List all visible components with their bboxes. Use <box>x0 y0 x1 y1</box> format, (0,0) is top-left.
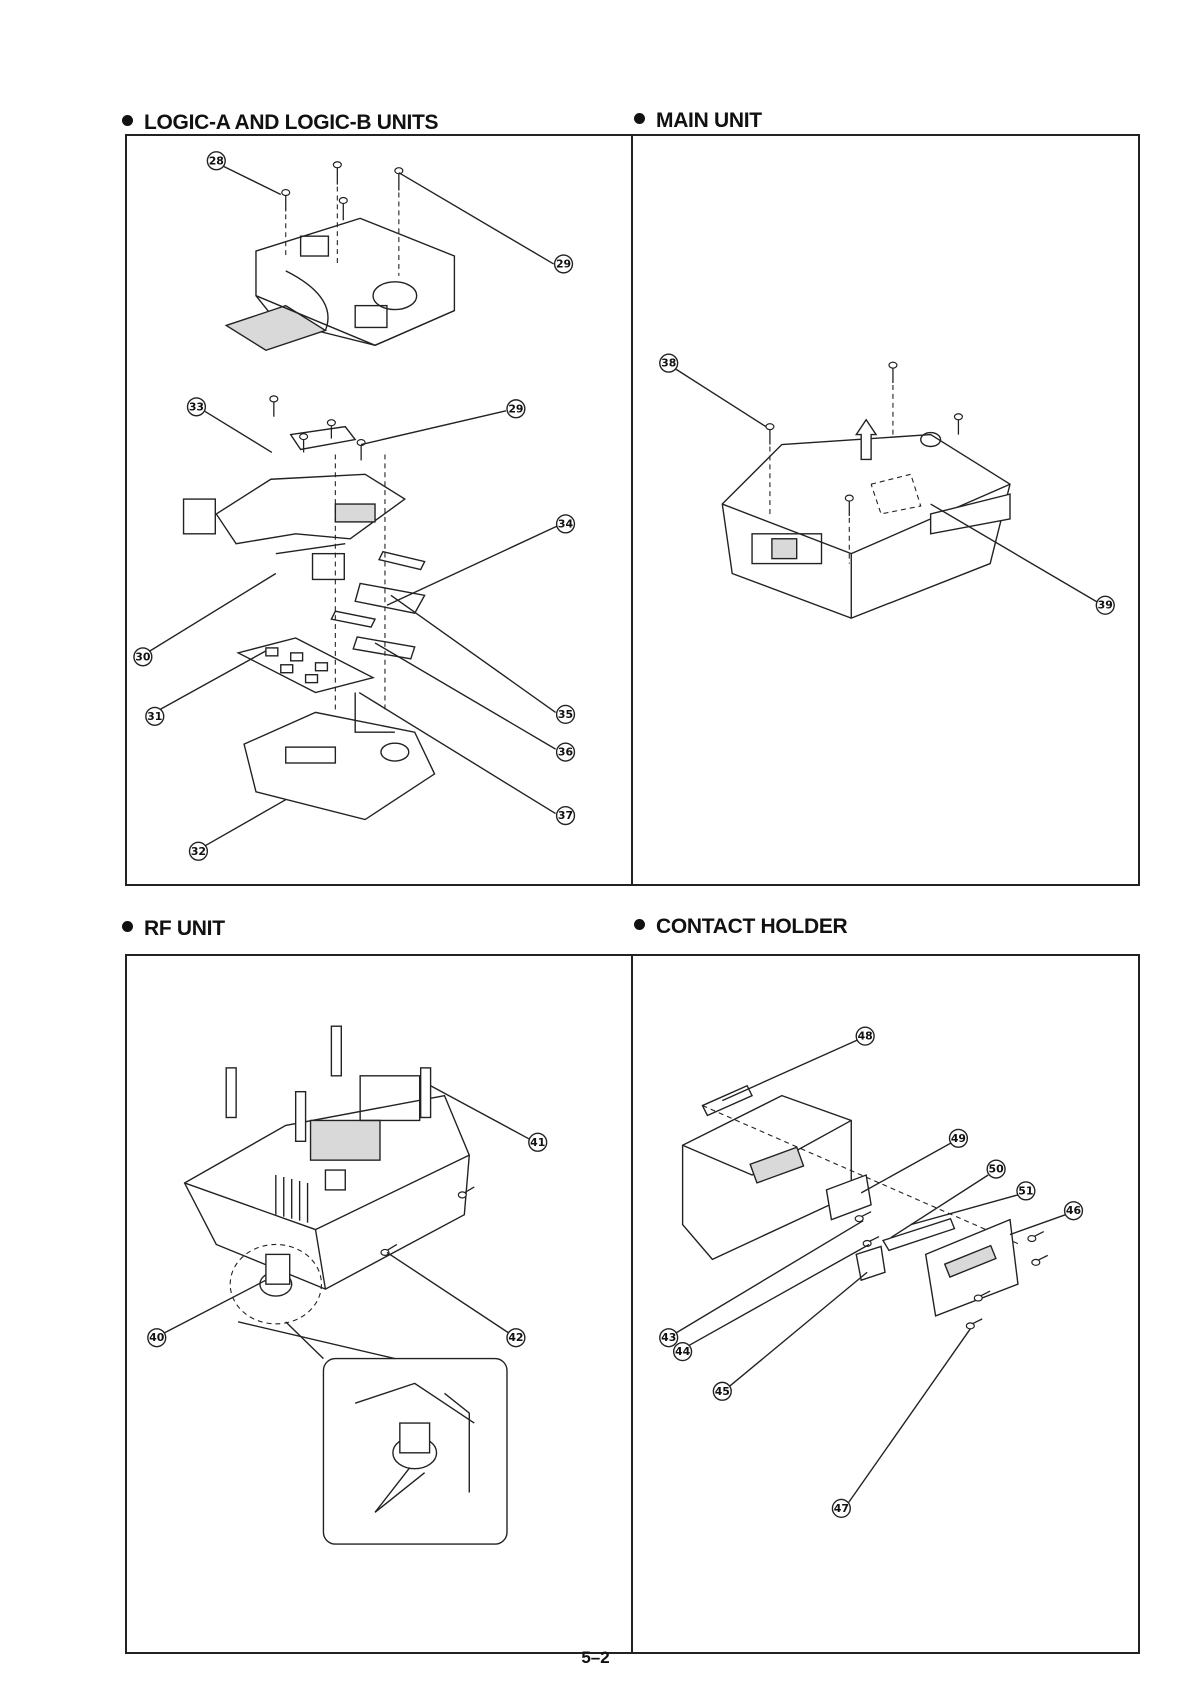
callout-label: 51 <box>1018 1184 1033 1197</box>
page-number: 5–2 <box>0 1648 1191 1668</box>
callout-label: 36 <box>558 746 573 759</box>
main-unit-title-text: MAIN UNIT <box>656 109 762 132</box>
callout-label: 29 <box>508 402 523 415</box>
callout-marker: 37 <box>557 807 575 825</box>
callout-label: 38 <box>661 357 676 370</box>
logic-callouts: 28 29 29 33 34 30 31 35 36 37 32 <box>127 136 631 884</box>
callout-label: 50 <box>989 1163 1005 1176</box>
callout-marker: 42 <box>507 1329 525 1347</box>
callout-label: 46 <box>1066 1204 1081 1217</box>
callout-label: 37 <box>558 809 573 822</box>
callout-label: 41 <box>530 1136 545 1149</box>
callout-marker: 32 <box>190 842 208 860</box>
callout-marker: 36 <box>557 743 575 761</box>
callout-marker: 29 <box>507 400 525 418</box>
callout-marker: 31 <box>146 707 164 725</box>
callout-marker: 33 <box>188 398 206 416</box>
callout-marker: 46 <box>1065 1202 1083 1220</box>
callout-marker: 28 <box>207 152 225 170</box>
callout-marker: 48 <box>856 1027 874 1045</box>
callout-label: 49 <box>951 1132 966 1145</box>
callout-marker: 45 <box>713 1382 731 1400</box>
callout-marker: 44 <box>674 1343 692 1361</box>
callout-label: 29 <box>556 257 571 270</box>
rf-unit-title-text: RF UNIT <box>144 917 225 940</box>
logic-units-panel: 28 29 29 33 34 30 31 35 36 37 32 <box>125 134 633 886</box>
main-unit-panel: 38 39 <box>631 134 1140 886</box>
callout-marker: 50 <box>987 1160 1005 1178</box>
bullet-icon <box>122 921 133 932</box>
callout-marker: 49 <box>949 1129 967 1147</box>
logic-units-title-text: LOGIC-A AND LOGIC-B UNITS <box>144 111 438 134</box>
callout-label: 43 <box>661 1331 676 1344</box>
bullet-icon <box>122 115 133 126</box>
callout-marker: 47 <box>832 1499 850 1517</box>
callout-label: 40 <box>149 1331 165 1344</box>
callout-label: 30 <box>135 650 151 663</box>
callout-marker: 43 <box>660 1329 678 1347</box>
callout-label: 39 <box>1098 599 1113 612</box>
callout-marker: 29 <box>555 255 573 273</box>
callout-marker: 34 <box>557 515 575 533</box>
contact-callouts: 48 49 50 51 46 43 44 45 47 <box>633 956 1138 1652</box>
callout-marker: 51 <box>1017 1182 1035 1200</box>
bullet-icon <box>634 919 645 930</box>
contact-holder-title: CONTACT HOLDER <box>634 915 847 939</box>
contact-holder-title-text: CONTACT HOLDER <box>656 915 847 938</box>
callout-label: 48 <box>858 1030 873 1043</box>
contact-holder-panel: 48 49 50 51 46 43 44 45 47 <box>631 954 1140 1654</box>
callout-marker: 30 <box>134 648 152 666</box>
callout-label: 32 <box>191 845 206 858</box>
rf-unit-panel: 41 40 42 <box>125 954 633 1654</box>
callout-label: 47 <box>834 1502 849 1515</box>
callout-label: 44 <box>675 1345 691 1358</box>
rf-unit-title: RF UNIT <box>122 917 225 941</box>
callout-label: 35 <box>558 708 573 721</box>
callout-label: 28 <box>209 154 224 167</box>
callout-label: 45 <box>715 1385 730 1398</box>
callout-label: 34 <box>558 517 574 530</box>
callout-label: 42 <box>508 1331 523 1344</box>
callout-label: 31 <box>147 710 162 723</box>
callout-label: 33 <box>189 400 204 413</box>
bullet-icon <box>634 113 645 124</box>
callout-marker: 39 <box>1096 596 1114 614</box>
main-callouts: 38 39 <box>633 136 1138 884</box>
rf-callouts: 41 40 42 <box>127 956 631 1652</box>
logic-units-title: LOGIC-A AND LOGIC-B UNITS <box>122 111 438 135</box>
callout-marker: 41 <box>529 1133 547 1151</box>
callout-marker: 40 <box>148 1329 166 1347</box>
main-unit-title: MAIN UNIT <box>634 109 762 133</box>
callout-marker: 38 <box>660 354 678 372</box>
callout-marker: 35 <box>557 705 575 723</box>
